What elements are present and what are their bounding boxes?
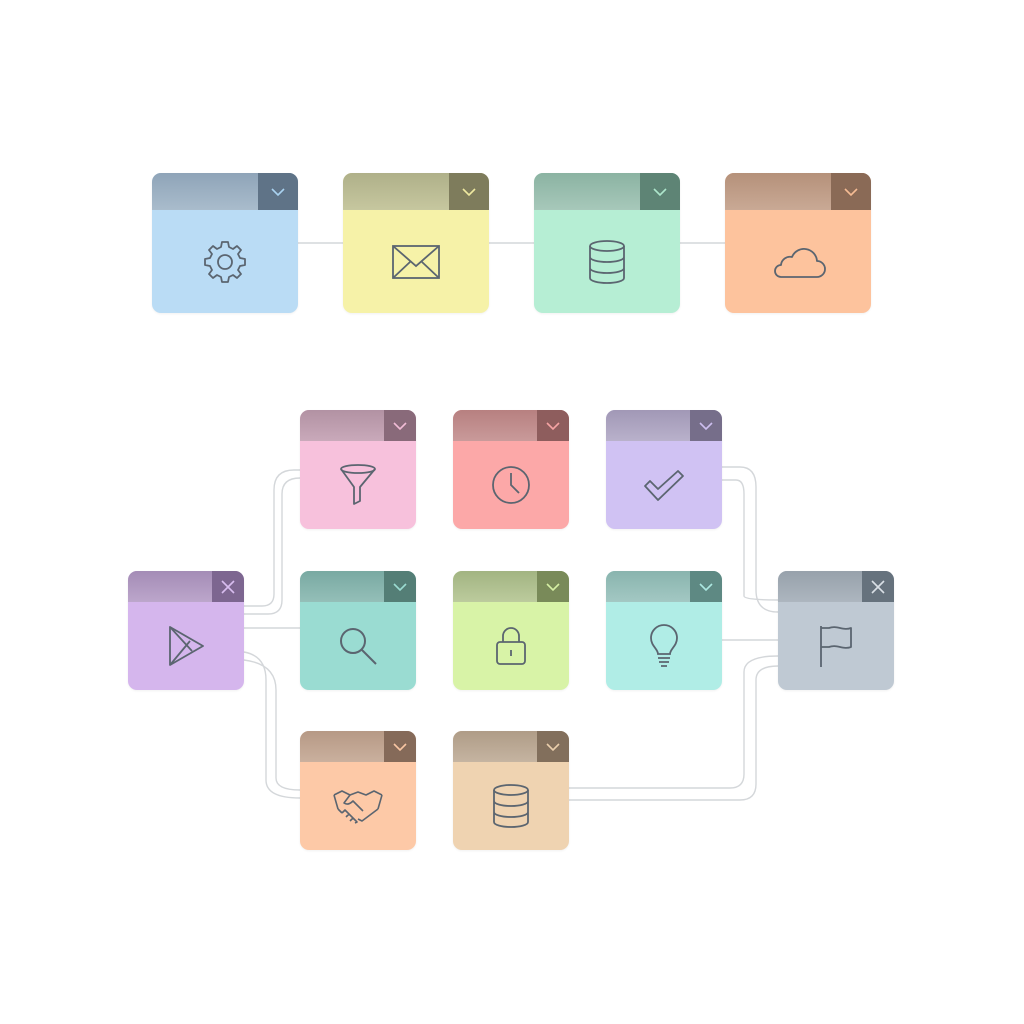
close-button[interactable]: [862, 571, 894, 602]
handshake-icon: [332, 787, 384, 825]
line-db2-flag-a: [569, 655, 779, 789]
node-body: [128, 602, 244, 690]
dropdown-button[interactable]: [258, 173, 298, 210]
dropdown-button[interactable]: [831, 173, 871, 210]
node-body: [725, 210, 871, 313]
funnel-icon: [338, 463, 378, 507]
close-button[interactable]: [212, 571, 244, 602]
lock-icon: [494, 625, 528, 667]
dropdown-button[interactable]: [537, 731, 569, 762]
node-bulb[interactable]: [606, 571, 722, 690]
node-body: [453, 762, 569, 850]
node-body: [300, 762, 416, 850]
line-start-handshake-b: [243, 659, 301, 791]
dropdown-button[interactable]: [690, 410, 722, 441]
chevron-down-icon: [843, 187, 859, 197]
node-database2[interactable]: [453, 731, 569, 850]
search-icon: [337, 625, 379, 667]
chevron-down-icon: [698, 582, 714, 592]
chevron-down-icon: [392, 742, 408, 752]
line-start-funnel-b: [244, 477, 301, 615]
chevron-down-icon: [461, 187, 477, 197]
node-lock[interactable]: [453, 571, 569, 690]
gear-icon: [201, 238, 249, 286]
node-cloud[interactable]: [725, 173, 871, 313]
dropdown-button[interactable]: [449, 173, 489, 210]
chevron-down-icon: [698, 421, 714, 431]
node-database[interactable]: [534, 173, 680, 313]
node-flag[interactable]: [778, 571, 894, 690]
checkmark-icon: [642, 468, 686, 502]
close-icon: [870, 579, 886, 595]
node-body: [343, 210, 489, 313]
node-body: [778, 602, 894, 690]
dropdown-button[interactable]: [690, 571, 722, 602]
line-check-flag-b: [722, 479, 779, 601]
dropdown-button[interactable]: [384, 731, 416, 762]
node-mail[interactable]: [343, 173, 489, 313]
chevron-down-icon: [545, 582, 561, 592]
line-db2-flag-b: [569, 665, 779, 801]
node-body: [453, 441, 569, 529]
dropdown-button[interactable]: [537, 571, 569, 602]
dropdown-button[interactable]: [537, 410, 569, 441]
node-body: [534, 210, 680, 313]
node-search[interactable]: [300, 571, 416, 690]
node-body: [300, 441, 416, 529]
chevron-down-icon: [392, 582, 408, 592]
chevron-down-icon: [545, 421, 561, 431]
cloud-icon: [769, 245, 827, 279]
node-body: [152, 210, 298, 313]
lightbulb-icon: [648, 624, 680, 668]
node-body: [453, 602, 569, 690]
chevron-down-icon: [652, 187, 668, 197]
chevron-down-icon: [545, 742, 561, 752]
node-clock[interactable]: [453, 410, 569, 529]
node-body: [300, 602, 416, 690]
node-funnel[interactable]: [300, 410, 416, 529]
node-handshake[interactable]: [300, 731, 416, 850]
node-gear[interactable]: [152, 173, 298, 313]
line-check-flag-a: [722, 466, 779, 613]
node-body: [606, 602, 722, 690]
chevron-down-icon: [270, 187, 286, 197]
database-icon: [587, 239, 627, 285]
chevron-down-icon: [392, 421, 408, 431]
envelope-icon: [391, 244, 441, 280]
node-body: [606, 441, 722, 529]
node-check[interactable]: [606, 410, 722, 529]
line-start-handshake-a: [243, 651, 301, 799]
dropdown-button[interactable]: [384, 410, 416, 441]
database-icon: [491, 783, 531, 829]
dropdown-button[interactable]: [384, 571, 416, 602]
flag-icon: [817, 624, 855, 668]
close-icon: [220, 579, 236, 595]
dropdown-button[interactable]: [640, 173, 680, 210]
play-icon: [166, 624, 206, 668]
node-start[interactable]: [128, 571, 244, 690]
line-start-funnel-a: [244, 469, 300, 607]
clock-icon: [490, 464, 532, 506]
